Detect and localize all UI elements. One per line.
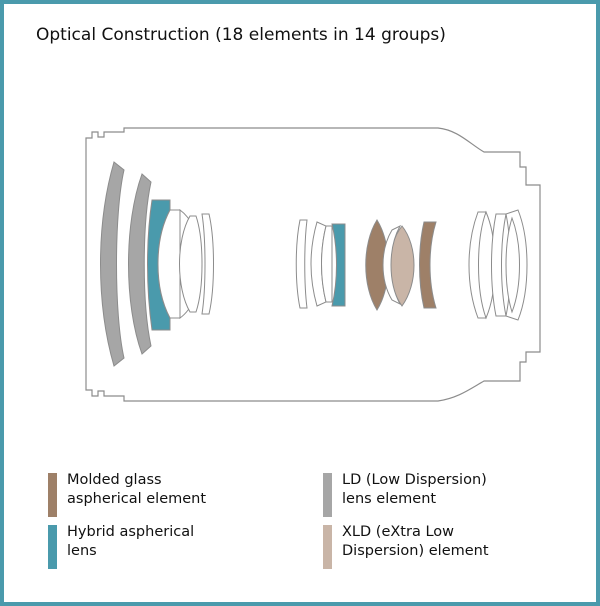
legend-label-hybrid: Hybrid aspherical lens [67, 524, 195, 559]
legend-swatch-hybrid [48, 525, 57, 569]
lens-element-ld-1 [100, 161, 125, 367]
legend-swatch-molded [48, 473, 57, 517]
legend-label-molded: Molded glass aspherical element [67, 472, 207, 507]
lens-cross-section [85, 127, 541, 402]
legend-item-ld: LD (Low Dispersion) lens element [323, 472, 487, 517]
lens-element-clear-11 [491, 213, 507, 317]
diagram-title: Optical Construction (18 elements in 14 … [36, 25, 446, 45]
lens-barrel-outline [85, 127, 541, 402]
legend-item-molded: Molded glass aspherical element [48, 472, 207, 517]
legend-swatch-xld [323, 525, 332, 569]
lens-element-clear-4 [201, 213, 214, 315]
legend-item-xld: XLD (eXtra Low Dispersion) element [323, 524, 489, 569]
lens-element-clear-3 [179, 215, 203, 313]
legend-label-ld: LD (Low Dispersion) lens element [342, 472, 487, 507]
lens-element-clear-8 [382, 224, 402, 306]
lens-element-clear-5 [295, 219, 308, 309]
lens-element-clear-13 [505, 216, 520, 314]
legend-item-hybrid: Hybrid aspherical lens [48, 524, 195, 569]
legend-swatch-ld [323, 473, 332, 517]
lens-element-clear-7 [321, 225, 333, 303]
lens-element-molded-2 [419, 221, 437, 309]
lens-element-clear-1 [157, 209, 181, 319]
legend-label-xld: XLD (eXtra Low Dispersion) element [342, 524, 489, 559]
lens-element-ld-2 [128, 173, 152, 355]
lens-element-hybrid-2 [331, 223, 346, 307]
